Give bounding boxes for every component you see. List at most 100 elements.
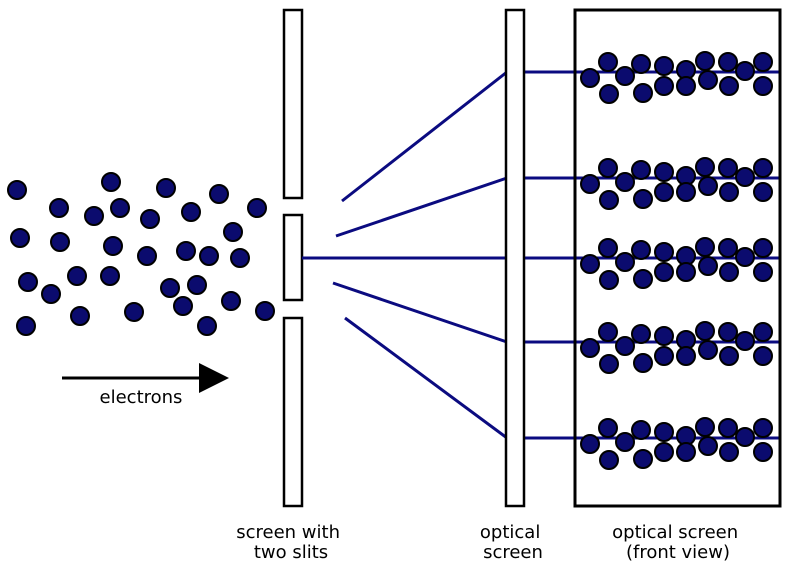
band-electron <box>615 66 635 86</box>
band-electron <box>615 432 635 452</box>
band-electron <box>698 340 718 360</box>
band-electron <box>735 331 755 351</box>
band-electron <box>719 346 739 366</box>
band-electron <box>718 322 738 342</box>
band-electron <box>615 252 635 272</box>
electron <box>137 246 157 266</box>
band-electron <box>580 254 600 274</box>
band-electron <box>598 418 618 438</box>
electron <box>255 301 275 321</box>
band-electron <box>599 84 619 104</box>
band-electron <box>735 247 755 267</box>
electron <box>176 241 196 261</box>
band-electron <box>633 449 653 469</box>
electron <box>10 228 30 248</box>
band-electron <box>718 418 738 438</box>
optical-screen-label: optical screen <box>480 522 546 563</box>
band-electron <box>719 76 739 96</box>
electron <box>187 275 207 295</box>
electron <box>156 178 176 198</box>
band-electron <box>735 61 755 81</box>
electron <box>18 272 38 292</box>
band-electron <box>753 76 773 96</box>
electron <box>7 180 27 200</box>
band-electron <box>654 326 674 346</box>
band-electron <box>631 54 651 74</box>
two-slit-screen <box>282 8 304 508</box>
electron <box>140 209 160 229</box>
band-electron <box>654 346 674 366</box>
electron <box>197 316 217 336</box>
band-electron <box>631 324 651 344</box>
band-electron <box>598 52 618 72</box>
electron <box>101 172 121 192</box>
band-electron <box>695 237 715 257</box>
band-electron <box>633 353 653 373</box>
interference-bands <box>580 51 773 470</box>
band-electron <box>631 160 651 180</box>
band-electron <box>654 422 674 442</box>
band-electron <box>753 418 773 438</box>
electron <box>160 278 180 298</box>
band-electron <box>599 354 619 374</box>
two-slit-screen-label: screen with two slits <box>236 522 345 563</box>
electron <box>247 198 267 218</box>
band-electron <box>695 417 715 437</box>
band-electron <box>633 269 653 289</box>
band-electron <box>631 240 651 260</box>
band-electron <box>719 442 739 462</box>
band-electron <box>695 321 715 341</box>
electron <box>84 206 104 226</box>
band-electron <box>698 436 718 456</box>
band-electron <box>633 83 653 103</box>
front-view-box <box>573 8 782 508</box>
electron <box>67 266 87 286</box>
band-electron <box>735 167 755 187</box>
electron <box>16 316 36 336</box>
band-electron <box>654 242 674 262</box>
band-electron <box>599 270 619 290</box>
band-electron <box>753 262 773 282</box>
electron <box>50 232 70 252</box>
band-electron <box>580 68 600 88</box>
electron <box>103 236 123 256</box>
band-electron <box>615 172 635 192</box>
band-electron <box>580 338 600 358</box>
band-electron <box>719 182 739 202</box>
band-electron <box>615 336 635 356</box>
band-electron <box>698 256 718 276</box>
band-electron <box>753 238 773 258</box>
band-electron <box>753 52 773 72</box>
band-electron <box>676 76 696 96</box>
band-electron <box>580 434 600 454</box>
optical-screen <box>504 8 526 508</box>
band-electron <box>753 442 773 462</box>
band-electron <box>753 182 773 202</box>
band-electron <box>654 56 674 76</box>
electron <box>100 266 120 286</box>
band-electron <box>695 157 715 177</box>
band-electron <box>599 190 619 210</box>
band-electron <box>753 322 773 342</box>
electron <box>181 202 201 222</box>
band-electron <box>580 174 600 194</box>
band-electron <box>698 70 718 90</box>
band-electron <box>654 442 674 462</box>
band-electron <box>676 442 696 462</box>
band-electron <box>753 346 773 366</box>
electron <box>110 198 130 218</box>
band-electron <box>735 427 755 447</box>
electrons-label: electrons <box>100 387 183 408</box>
band-electron <box>598 158 618 178</box>
band-electron <box>654 182 674 202</box>
band-electron <box>718 238 738 258</box>
electron <box>209 184 229 204</box>
band-electron <box>753 158 773 178</box>
band-electron <box>719 262 739 282</box>
electron <box>41 284 61 304</box>
band-electron <box>598 322 618 342</box>
electron <box>124 302 144 322</box>
electron <box>70 306 90 326</box>
front-view-label: optical screen (front view) <box>612 522 744 563</box>
electron <box>221 291 241 311</box>
